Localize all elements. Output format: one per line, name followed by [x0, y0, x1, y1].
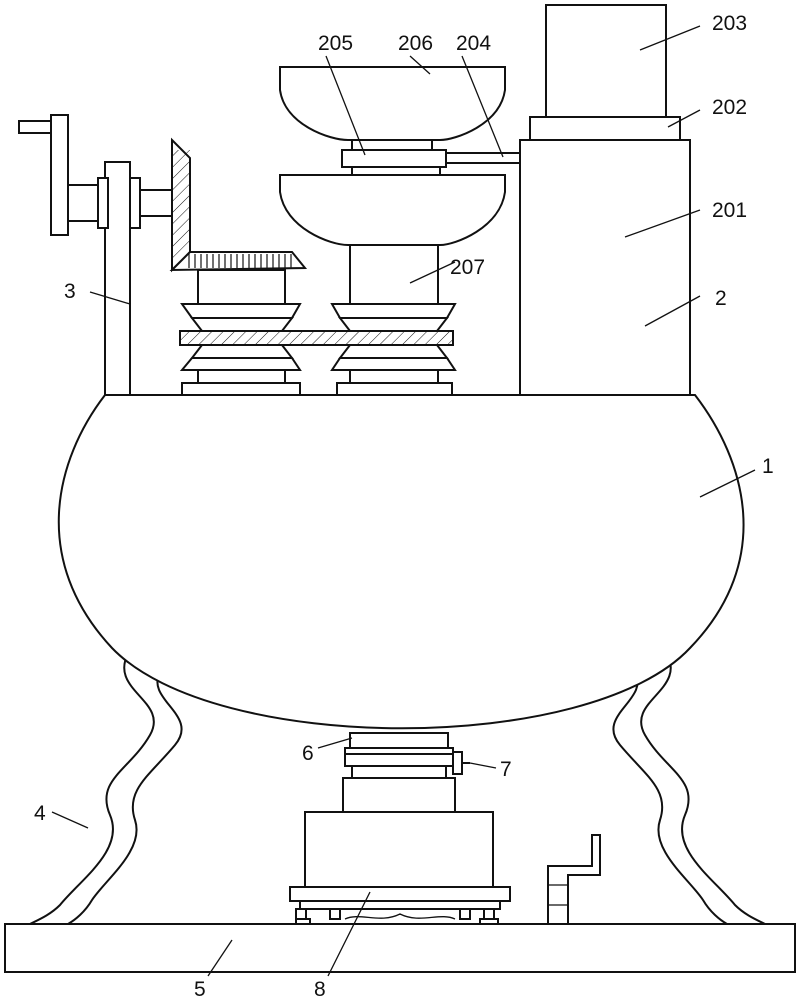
base-bracket — [547, 834, 601, 925]
connecting-rod — [445, 152, 521, 164]
mounting-plate — [529, 116, 681, 141]
right-pulley-shaft — [330, 244, 457, 396]
label-2: 2 — [715, 287, 727, 310]
label-1: 1 — [762, 455, 774, 478]
right-wavy-leg — [612, 649, 766, 925]
main-bowl-body — [57, 394, 745, 730]
left-pulley-shaft — [179, 269, 302, 396]
label-204: 204 — [456, 32, 491, 55]
lower-funnel — [279, 174, 506, 246]
label-206: 206 — [398, 32, 433, 55]
label-6: 6 — [302, 742, 314, 765]
label-205: 205 — [318, 32, 353, 55]
label-5: 5 — [194, 978, 206, 1000]
motor — [545, 4, 667, 118]
upper-hopper — [279, 66, 506, 141]
support-post — [104, 161, 131, 396]
label-201: 201 — [712, 199, 747, 222]
crank-handle — [18, 114, 173, 236]
label-3: 3 — [64, 280, 76, 303]
label-4: 4 — [34, 802, 46, 825]
coupling — [341, 139, 447, 176]
bottom-valve — [342, 732, 470, 813]
label-207: 207 — [450, 256, 485, 279]
base-plate — [4, 923, 796, 973]
label-203: 203 — [712, 12, 747, 35]
drive-belt — [179, 330, 454, 346]
bevel-gear-horizontal — [169, 251, 308, 272]
label-202: 202 — [712, 96, 747, 119]
motor-housing — [519, 139, 691, 396]
collection-tray — [289, 811, 511, 925]
label-7: 7 — [500, 758, 512, 781]
label-8: 8 — [314, 978, 326, 1000]
left-wavy-leg — [29, 649, 183, 925]
bevel-gear-vertical — [171, 137, 191, 273]
leader-lines — [51, 25, 756, 977]
